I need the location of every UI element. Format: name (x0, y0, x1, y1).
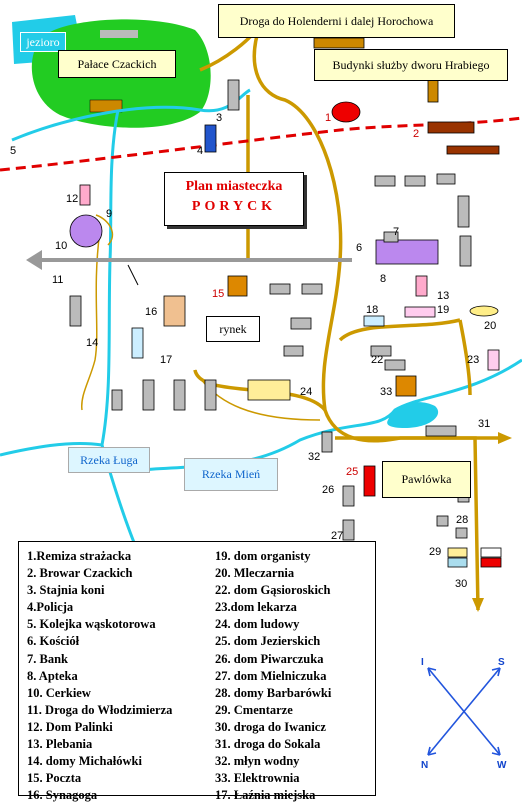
map-title: Plan miasteczka PORYCK (164, 172, 304, 226)
marker-11: 11 (52, 274, 64, 286)
legend-item: 12. Dom Palinki (27, 719, 113, 734)
legend-item: 33. Elektrownia (215, 771, 300, 786)
legend-right: 19. dom organisty 20. Mleczarnia 22. dom… (215, 548, 331, 804)
marker-23: 23 (467, 354, 480, 366)
compass-i: I (421, 657, 424, 668)
rzeka-luga-label: Rzeka Ługa (68, 447, 150, 473)
marker-5: 5 (10, 145, 17, 157)
compass-w: W (497, 760, 507, 771)
marker-10: 10 (55, 240, 68, 252)
rzeka-mien-label: Rzeka Mień (184, 458, 278, 491)
marker-16: 16 (145, 306, 158, 318)
legend-item: 29. Cmentarze (215, 702, 293, 717)
marker-24: 24 (300, 386, 313, 398)
legend-item: 32. młyn wodny (215, 754, 300, 769)
marker-28: 28 (456, 514, 469, 526)
legend-item: 10. Cerkiew (27, 685, 91, 700)
lake-label: jezioro (20, 32, 66, 52)
legend-item: 8. Apteka (27, 668, 78, 683)
marker-18: 18 (366, 304, 379, 316)
legend-item: 22. dom Gąsioroskich (215, 583, 331, 598)
marker-13: 13 (437, 290, 450, 302)
legend-item: 3. Stajnia koni (27, 583, 105, 598)
legend-item: 11. Droga do Włodzimierza (27, 702, 173, 717)
thin-paths (81, 214, 321, 421)
marker-31: 31 (478, 418, 491, 430)
marker-33: 33 (380, 386, 393, 398)
legend-item: 26. dom Piwarczuka (215, 651, 324, 666)
road-wlodzimierz (26, 250, 352, 270)
map-title-line1: Plan miasteczka (185, 179, 283, 194)
legend-item: 28. domy Barbarówki (215, 685, 332, 700)
marker-19: 19 (437, 304, 450, 316)
rynek-label: rynek (206, 316, 260, 342)
road-marker (127, 264, 139, 286)
marker-12: 12 (66, 193, 79, 205)
legend-item: 15. Poczta (27, 771, 82, 786)
park-building-grey (100, 30, 138, 38)
marker-27: 27 (331, 530, 344, 542)
legend-item: 7. Bank (27, 651, 68, 666)
marker-9: 9 (106, 208, 113, 220)
legend-item: 27. dom Mielniczuka (215, 668, 327, 683)
marker-15: 15 (212, 288, 225, 300)
marker-22: 22 (371, 354, 384, 366)
palace-label: Pałace Czackich (58, 50, 176, 78)
marker-3: 3 (216, 112, 223, 124)
marker-29: 29 (429, 546, 442, 558)
marker-20: 20 (484, 320, 497, 332)
marker-8: 8 (380, 273, 387, 285)
map-title-line2: PORYCK (191, 199, 277, 214)
marker-25: 25 (346, 466, 359, 478)
marker-1: 1 (325, 112, 332, 124)
legend-item: 30. droga do Iwanicz (215, 719, 326, 734)
marker-4: 4 (197, 145, 204, 157)
marker-17: 17 (160, 354, 173, 366)
arrows (335, 432, 512, 612)
legend-item: 20. Mleczarnia (215, 566, 295, 581)
legend-item: 16. Synagoga (27, 788, 98, 803)
marker-6: 6 (356, 242, 363, 254)
legend-item: 1.Remiza strażacka (27, 549, 132, 563)
legend-item: 23.dom lekarza (215, 600, 297, 615)
legend-item: 24. dom ludowy (215, 617, 300, 632)
marker-7: 7 (393, 226, 400, 238)
marker-2: 2 (413, 128, 420, 140)
legend-item: 25. dom Jezierskich (215, 634, 321, 649)
pond (387, 402, 439, 428)
buildings (69, 37, 502, 568)
road-holenderni-label: Droga do Holenderni i dalej Horochowa (218, 4, 455, 38)
legend: 1.Remiza strażacka 2. Browar Czackich 3.… (18, 541, 376, 802)
legend-item: 17. Łaźnia miejska (215, 788, 316, 803)
compass (427, 667, 501, 756)
legend-item: 14. domy Michałówki (27, 754, 142, 769)
marker-32: 32 (308, 451, 321, 463)
compass-n: N (421, 760, 429, 771)
marker-26: 26 (322, 484, 335, 496)
legend-left: 1.Remiza strażacka 2. Browar Czackich 3.… (27, 548, 172, 804)
legend-item: 31. droga do Sokala (215, 737, 321, 752)
compass-s: S (498, 657, 505, 668)
legend-item: 5. Kolejka wąskotorowa (27, 617, 156, 632)
legend-item: 6. Kościół (27, 634, 80, 649)
pawlowka-label: Pawlówka (382, 461, 471, 498)
legend-item: 13. Plebania (27, 737, 93, 752)
legend-item: 19. dom organisty (215, 549, 311, 563)
legend-item: 4.Policja (27, 600, 74, 615)
budynki-label: Budynki służby dworu Hrabiego (314, 49, 508, 81)
marker-30: 30 (455, 578, 468, 590)
marker-14: 14 (86, 337, 99, 349)
legend-item: 2. Browar Czackich (27, 566, 133, 581)
